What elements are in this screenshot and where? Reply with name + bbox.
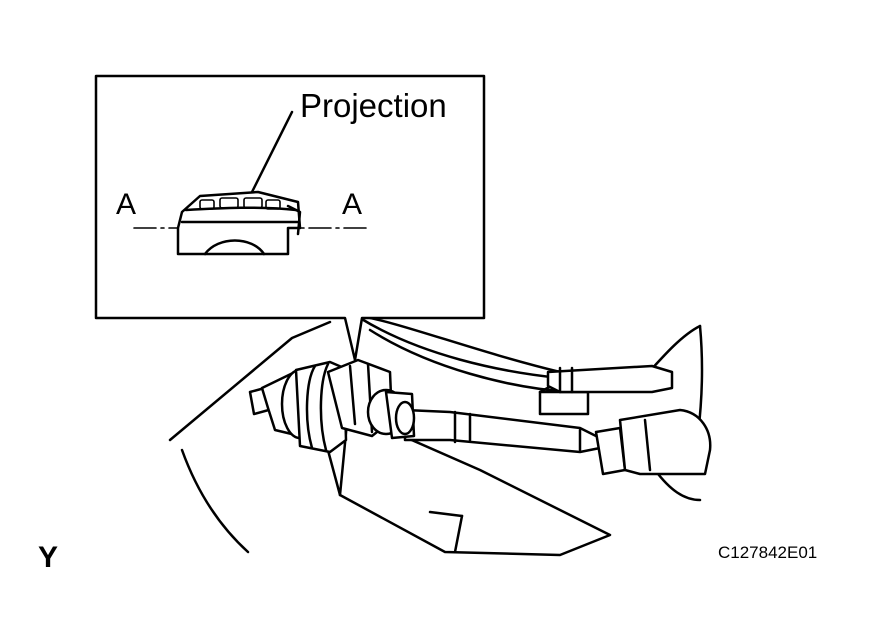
view-label: Y [38,541,58,574]
section-label-left: A [116,188,136,221]
detail-inset [94,74,486,362]
callout-label: Projection [300,87,447,124]
section-label-right: A [342,188,362,221]
select-cable [546,364,674,394]
cable-connector [248,358,416,454]
shift-cable [403,408,602,454]
figure-code: C127842E01 [718,543,817,562]
cable-end-fittings [594,408,712,476]
